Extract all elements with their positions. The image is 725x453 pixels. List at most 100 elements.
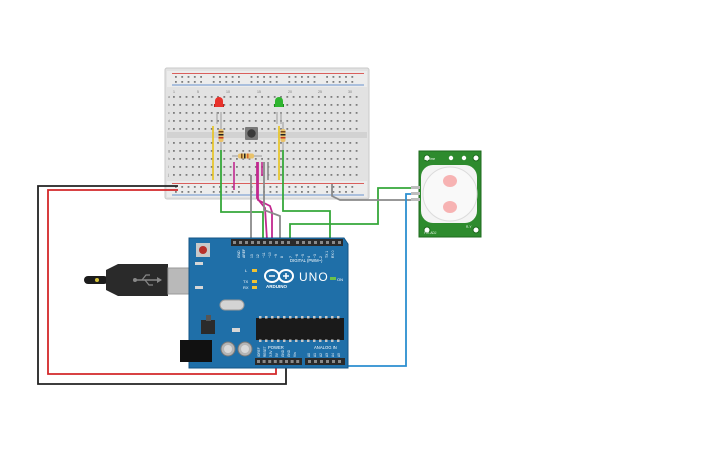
gray-wire-pir-gnd[interactable] (331, 184, 416, 201)
power-pin-labels: IOREF RESET 3.3V 5V GND GND Vin (257, 346, 297, 357)
power-jack[interactable] (180, 340, 212, 362)
digital-header-label: DIGITAL (PWM~) (290, 258, 323, 263)
pir-pot[interactable] (461, 155, 467, 161)
column-number: 1 (173, 90, 175, 94)
power-pin-label: GND (287, 349, 291, 357)
pir-bottom-label: PIR-ADJ (424, 231, 437, 235)
atmega-chip (256, 316, 344, 342)
gray-wire-to-arduino[interactable] (250, 162, 281, 240)
pir-mount-hole (423, 154, 431, 162)
column-number: 25 (318, 90, 322, 94)
green-wire-left[interactable] (220, 150, 264, 240)
breadboard-column-labels: 1 5 10 15 20 25 30 (173, 90, 352, 94)
analog-pin-label: A0 (307, 353, 311, 357)
pir-pin[interactable] (411, 192, 420, 195)
digital-pin-label: 13 (250, 254, 254, 258)
power-header-strip (255, 358, 302, 365)
resistor-right[interactable] (280, 122, 286, 150)
arduino-uno[interactable]: L TX RX ON UNO ARDUINO DIGITAL (PWM~) PO… (84, 237, 349, 369)
resistor-horizontal[interactable] (232, 153, 262, 159)
gnd-pin-label: GND (237, 250, 241, 258)
digital-pin-label: 12 (256, 254, 260, 258)
magenta-wire-to-arduino[interactable] (256, 162, 273, 241)
blue-wire-pir-vcc[interactable] (345, 193, 416, 367)
arduino-logo-icon (264, 269, 294, 283)
digital-pin-label: ~9 (274, 254, 278, 258)
pushbutton-cap (247, 129, 256, 138)
pir-dome (422, 166, 478, 222)
power-pin-label: 5V (275, 352, 279, 357)
analog-pin-label: A2 (319, 353, 323, 357)
pir-pin[interactable] (411, 198, 420, 201)
pir-sensor[interactable]: adj time PIR-ADJ R-Y (411, 150, 482, 238)
column-number: 30 (348, 90, 352, 94)
digital-pin-label: 4 (307, 256, 311, 258)
pushbutton[interactable] (245, 127, 258, 140)
on-led-label: ON (337, 277, 343, 282)
l-led-label: L (245, 268, 248, 273)
pir-mount-hole (472, 226, 480, 234)
red-power-wire[interactable] (47, 189, 277, 375)
voltage-regulator (201, 320, 215, 334)
pir-side-label: R-Y (466, 225, 472, 229)
pir-pin[interactable] (411, 186, 420, 189)
pir-lens-segment (443, 201, 457, 213)
digital-pin-labels: 13 12 ~11 ~10 ~9 8 7 ~6 ~5 4 ~3 2 TX 1 R… (250, 250, 335, 258)
column-number: 10 (226, 90, 230, 94)
usb-cable[interactable] (84, 264, 197, 296)
row-letter: h (168, 157, 170, 161)
magenta-short-wires[interactable] (233, 162, 269, 190)
row-letter: d (168, 119, 170, 123)
breadboard-holes (173, 76, 358, 193)
digital-pin-label: ~5 (301, 254, 305, 258)
green-wire-right[interactable] (282, 150, 331, 240)
digital-pin-label: 7 (289, 256, 293, 258)
row-letter: a (168, 95, 170, 99)
column-number: 15 (257, 90, 261, 94)
resistor-left[interactable] (218, 122, 224, 150)
digital-pin-label: RX 0 (331, 250, 335, 258)
rx-led-label: RX (243, 285, 249, 290)
aref-pin-label: AREF (242, 249, 246, 258)
yellow-wires[interactable] (212, 126, 280, 180)
row-letter: b (168, 103, 170, 107)
digital-pin-label: TX 1 (325, 251, 329, 258)
row-letter: i (168, 165, 169, 169)
red-led[interactable] (214, 97, 224, 124)
analog-pin-label: A4 (331, 353, 335, 357)
pir-pot[interactable] (448, 155, 454, 161)
analog-pin-label: A1 (313, 353, 317, 357)
bottom-header-holes[interactable] (257, 360, 341, 363)
breadboard[interactable]: 1 5 10 15 20 25 30 a b c d e f g h i j (164, 67, 370, 200)
breadboard-center-channel (167, 132, 367, 138)
power-pin-label: IOREF (257, 347, 261, 357)
digital-pin-label: ~3 (313, 254, 317, 258)
rx-led (252, 286, 257, 289)
analog-header-label: ANALOG IN (314, 345, 337, 350)
green-wire-pir-signal[interactable] (289, 187, 416, 240)
reset-button-cap (199, 246, 207, 254)
power-pin-label: 3.3V (269, 350, 273, 357)
row-letter: j (167, 173, 169, 177)
analog-pin-label: A3 (325, 353, 329, 357)
digital-pin-label: ~11 (262, 252, 266, 258)
power-pin-label: RESET (263, 346, 267, 357)
tx-led (252, 280, 257, 283)
l-led (252, 269, 257, 272)
digital-header-holes[interactable] (233, 241, 341, 244)
arduino-brand-text: ARDUINO (266, 284, 287, 289)
breadboard-row-letters: a b c d e f g h i j (167, 95, 170, 177)
pir-mount-hole (472, 154, 480, 162)
pir-mount-hole (423, 226, 431, 234)
analog-pin-labels: A0 A1 A2 A3 A4 A5 (307, 353, 341, 357)
row-letter: f (168, 141, 169, 145)
analog-header-strip (305, 358, 345, 365)
column-number: 5 (197, 90, 199, 94)
green-led[interactable] (274, 97, 284, 124)
black-ground-wire[interactable] (37, 185, 287, 385)
green-led-body (275, 97, 283, 107)
power-header-label: POWER (268, 345, 284, 350)
power-pin-label: GND (281, 349, 285, 357)
usb-icon (133, 274, 162, 286)
